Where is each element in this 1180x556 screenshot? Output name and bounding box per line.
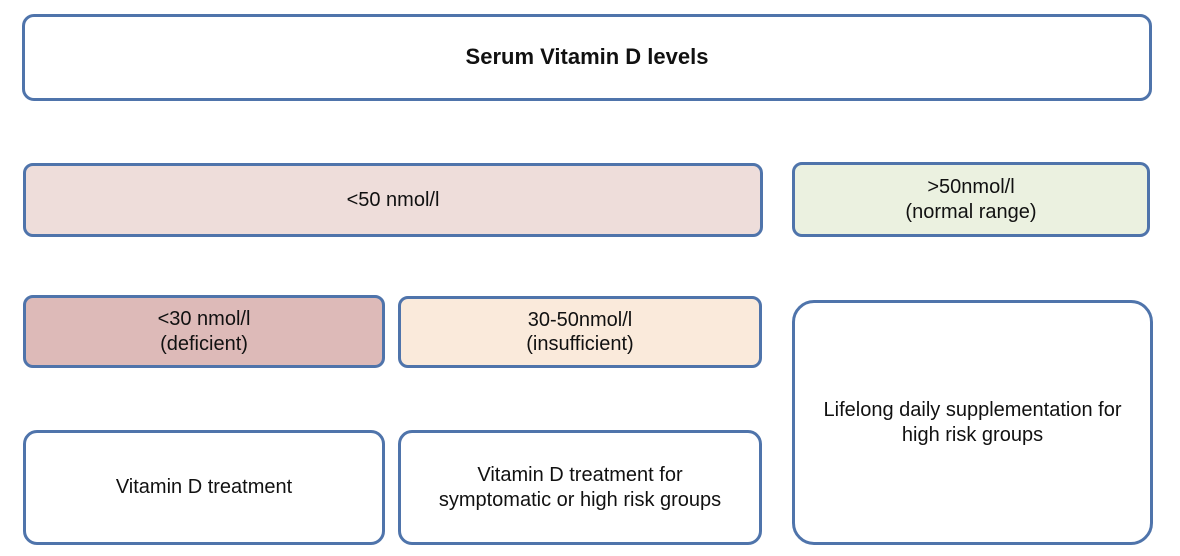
action-box-supplementation: Lifelong daily supplementation for high …	[792, 300, 1153, 545]
level-normal-value: >50nmol/l	[927, 176, 1015, 199]
level-insufficient-note: (insufficient)	[526, 333, 634, 355]
level-deficient-note: (deficient)	[160, 332, 248, 355]
title-box: Serum Vitamin D levels	[22, 14, 1152, 101]
level-box-insufficient: 30-50nmol/l (insufficient)	[398, 296, 762, 368]
action-box-treatment-high-risk: Vitamin D treatment for symptomatic or h…	[398, 430, 762, 545]
level-box-normal: >50nmol/l (normal range)	[792, 162, 1150, 237]
action-treatment-high-risk-label: Vitamin D treatment for symptomatic or h…	[438, 464, 722, 511]
level-normal-note: (normal range)	[905, 200, 1037, 223]
level-box-deficient: <30 nmol/l (deficient)	[23, 295, 385, 368]
action-box-treatment: Vitamin D treatment	[23, 430, 385, 545]
action-supplementation-label: Lifelong daily supplementation for high …	[823, 399, 1122, 446]
level-box-low: <50 nmol/l	[23, 163, 763, 237]
level-low-value: <50 nmol/l	[346, 188, 440, 211]
level-deficient-value: <30 nmol/l	[157, 308, 251, 331]
page-title: Serum Vitamin D levels	[465, 44, 709, 70]
level-insufficient-value: 30-50nmol/l	[527, 308, 633, 331]
action-treatment-label: Vitamin D treatment	[115, 476, 293, 499]
